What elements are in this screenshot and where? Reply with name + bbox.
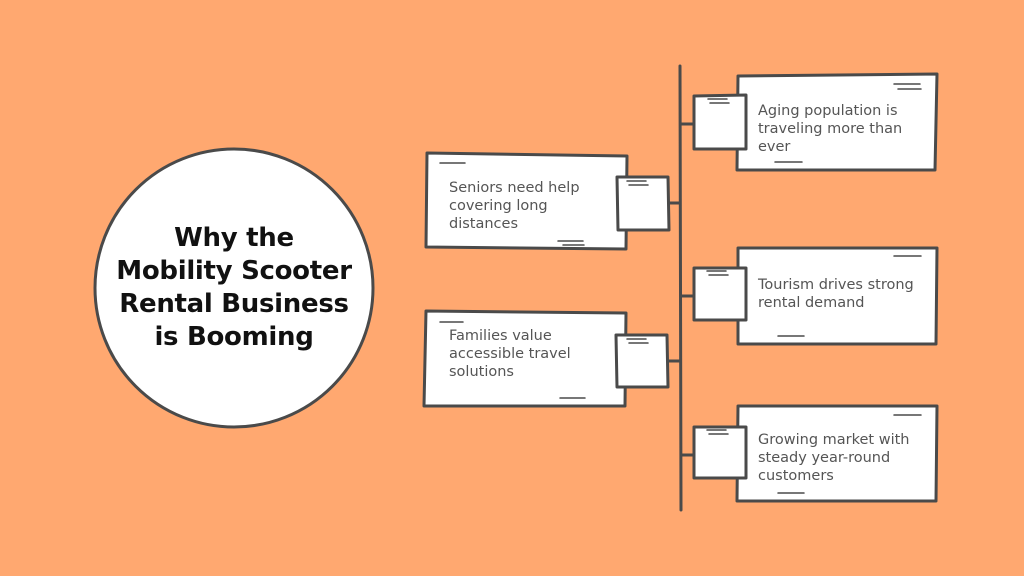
tab-aging-population: [692, 93, 748, 151]
timeline-spine: [678, 64, 683, 512]
card-seniors-need-help: [424, 151, 629, 251]
reason-text-aging-population: Aging population is traveling more than …: [758, 103, 903, 155]
title-circle: [93, 147, 375, 429]
tab-families-value: [614, 333, 670, 389]
tab-tourism: [692, 266, 748, 322]
tab-growing-market: [692, 425, 748, 480]
reason-text-growing-market: Growing market with steady year-round cu…: [758, 432, 910, 484]
reason-text-families-value: Families value accessible travel solutio…: [449, 328, 571, 380]
card-families-value: [422, 309, 628, 408]
tab-seniors-need-help: [615, 175, 671, 232]
title-container: Why the Mobility Scooter Rental Business…: [93, 147, 375, 429]
reason-text-tourism: Tourism drives strong rental demand: [758, 277, 914, 311]
diagram-title: Why the Mobility Scooter Rental Business…: [116, 223, 352, 352]
reason-text-seniors-need-help: Seniors need help covering long distance…: [449, 180, 580, 232]
